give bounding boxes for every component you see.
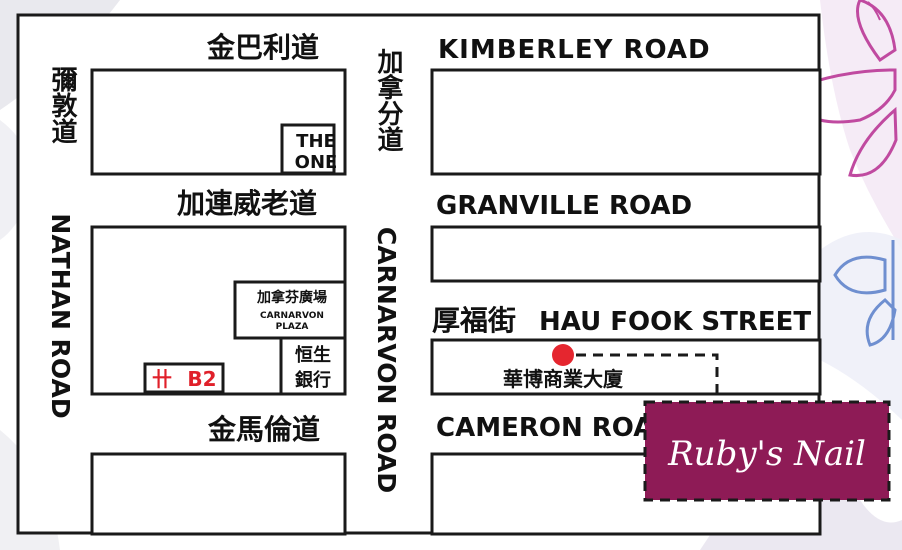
carnarvon-road-en: CARNARVON ROAD bbox=[372, 227, 401, 493]
brand-box: Ruby's Nail bbox=[643, 400, 891, 502]
the-one-line1: THE bbox=[296, 131, 336, 152]
block-sw bbox=[90, 452, 347, 536]
butterfly-icon bbox=[833, 240, 897, 347]
bank-line1: 恒生 bbox=[295, 344, 331, 366]
kimberley-road-cn: 金巴利道 bbox=[206, 31, 319, 64]
landmark-the-one: THE ONE bbox=[280, 123, 338, 175]
plaza-cn: 加拿芬廣場 bbox=[256, 289, 327, 306]
granville-road-en: GRANVILLE ROAD bbox=[436, 191, 692, 221]
cameron-road-cn: 金馬倫道 bbox=[207, 413, 320, 446]
hau-fook-street-en: HAU FOOK STREET bbox=[539, 307, 811, 337]
block-ne bbox=[430, 68, 822, 176]
nathan-road-cn: 彌敦道 bbox=[47, 66, 77, 144]
mtr-logo-icon: 卄 bbox=[152, 367, 172, 391]
building-name: 華博商業大廈 bbox=[503, 367, 623, 391]
bank-line2: 銀行 bbox=[295, 369, 331, 391]
plaza-en1: CARNARVON bbox=[260, 311, 324, 321]
kimberley-road-en: KIMBERLEY ROAD bbox=[438, 35, 711, 65]
landmark-carnarvon-plaza: 加拿芬廣場 CARNARVON PLAZA bbox=[233, 280, 347, 340]
route-connector bbox=[576, 353, 719, 400]
carnarvon-road-cn: 加拿分道 bbox=[373, 48, 404, 152]
location-marker-icon bbox=[552, 344, 574, 366]
block-east-middle bbox=[430, 338, 822, 396]
hau-fook-street-cn: 厚福街 bbox=[432, 304, 516, 337]
nathan-road-en: NATHAN ROAD bbox=[46, 213, 75, 418]
plaza-en2: PLAZA bbox=[276, 322, 309, 332]
cameron-road-en: CAMERON ROAD bbox=[436, 413, 675, 443]
granville-road-cn: 加連威老道 bbox=[177, 187, 317, 220]
block-east-upper bbox=[430, 225, 822, 283]
the-one-line2: ONE bbox=[295, 152, 338, 173]
mtr-exit-label: B2 bbox=[187, 367, 216, 391]
mtr-exit-b2: 卄 B2 bbox=[143, 362, 225, 394]
landmark-bank: 恒生 銀行 bbox=[279, 336, 347, 396]
brand-name: Ruby's Nail bbox=[667, 434, 866, 474]
